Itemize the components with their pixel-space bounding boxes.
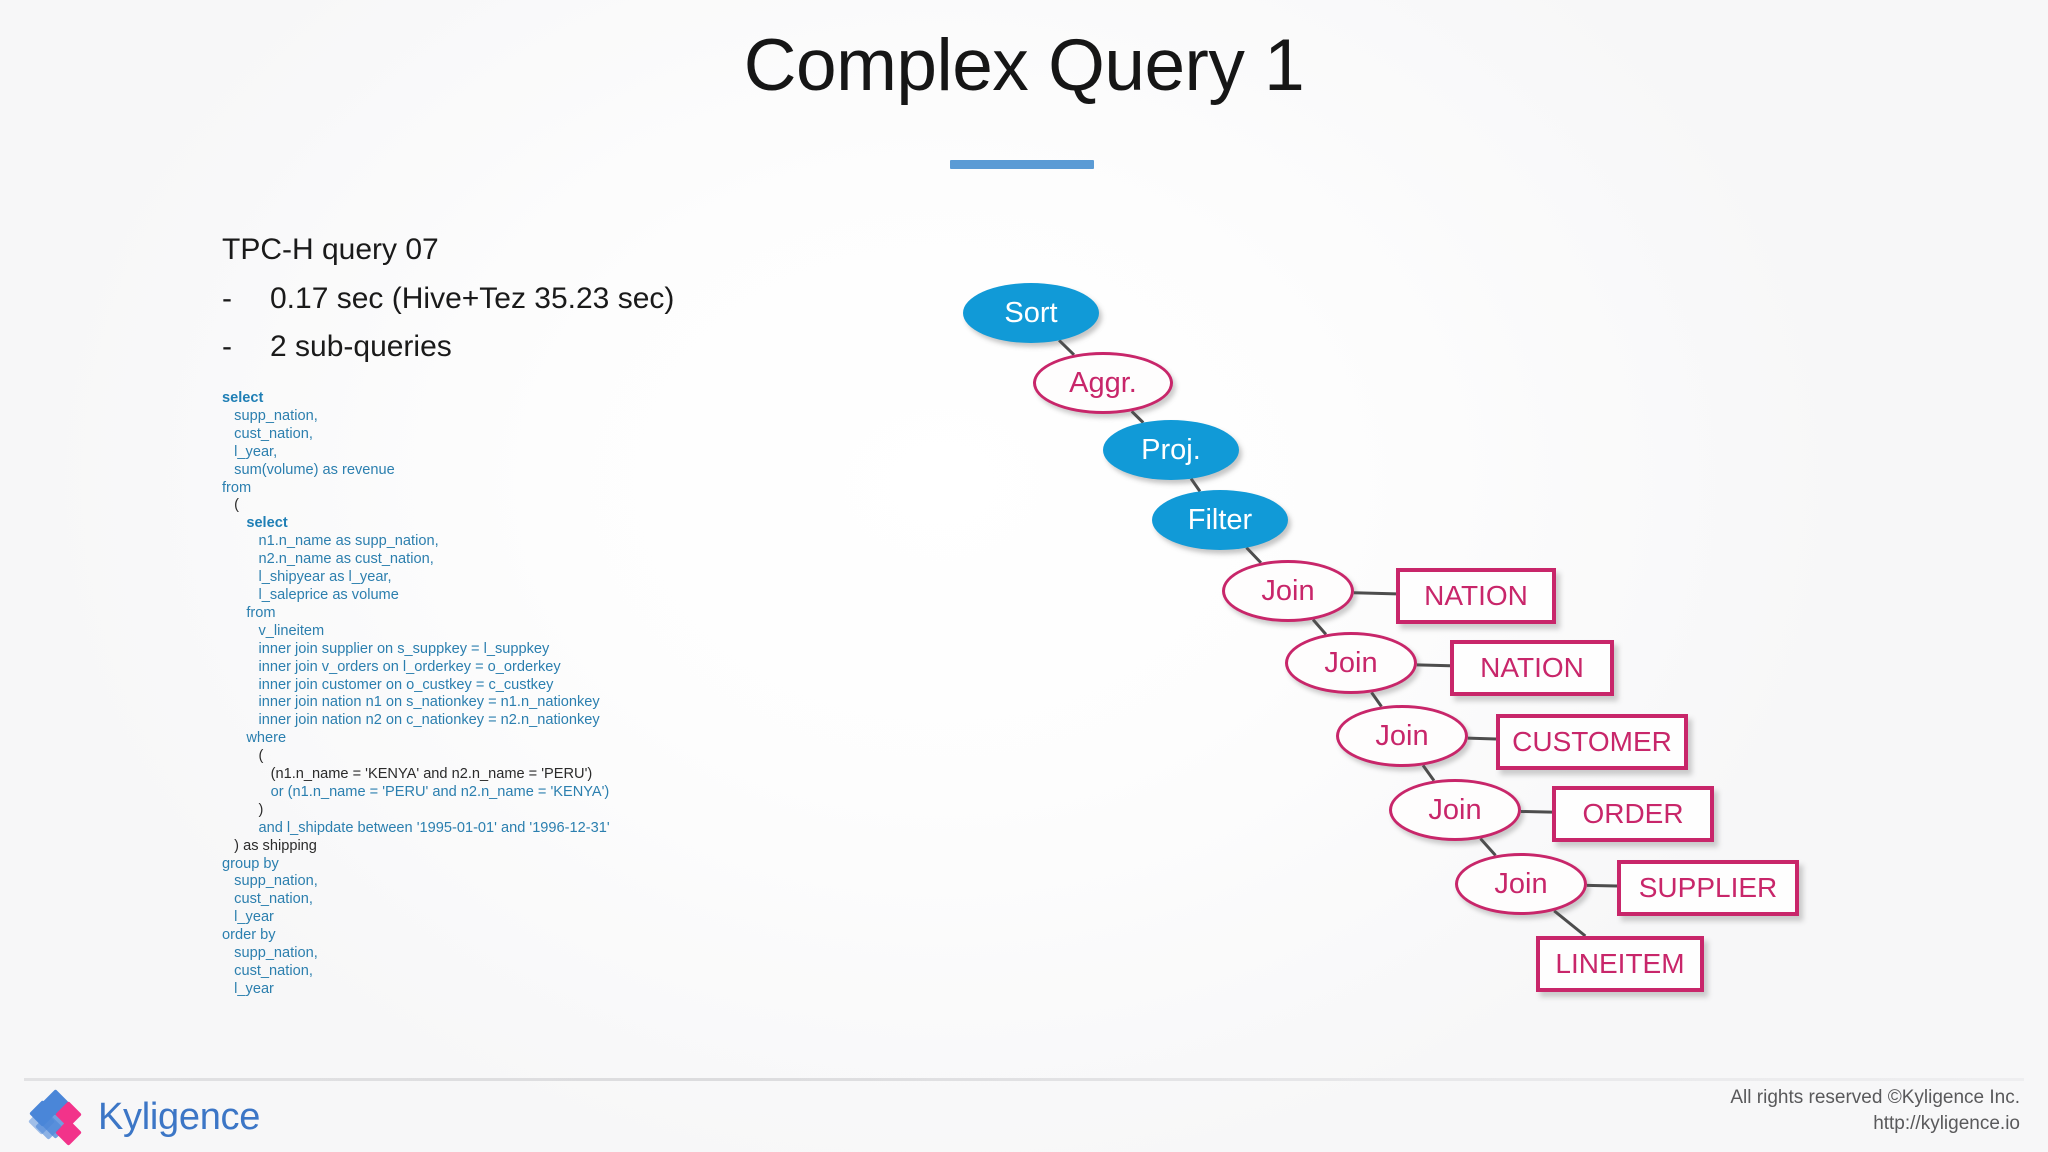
table-node-customer[interactable]: CUSTOMER xyxy=(1496,714,1688,770)
sql-line: cust_nation, xyxy=(234,891,313,908)
query-heading: TPC-H query 07 xyxy=(222,233,439,266)
plan-node-sort[interactable]: Sort xyxy=(963,283,1099,343)
sql-line: supp_nation, xyxy=(234,873,318,890)
diagram-edge xyxy=(1520,809,1553,814)
bullet-item-0: - 0.17 sec (Hive+Tez 35.23 sec) xyxy=(222,281,862,318)
plan-node-join1[interactable]: Join xyxy=(1222,560,1354,622)
table-node-lineitem[interactable]: LINEITEM xyxy=(1536,936,1704,992)
sql-line: inner join nation n2 on c_nationkey = n2… xyxy=(258,712,600,729)
sql-line: ) xyxy=(258,801,264,818)
plan-node-join2[interactable]: Join xyxy=(1285,632,1417,694)
sql-line: inner join nation n1 on s_nationkey = n1… xyxy=(258,694,600,711)
diagram-edge xyxy=(1416,663,1451,668)
website-url: http://kyligence.io xyxy=(1873,1112,2020,1134)
sql-line: order by xyxy=(222,927,276,944)
sql-line: supp_nation, xyxy=(234,407,318,424)
sql-line: inner join v_orders on l_orderkey = o_or… xyxy=(258,658,561,675)
sql-line: l_year xyxy=(234,909,274,926)
bullet-marker: - xyxy=(222,281,232,315)
bullet-text: 0.17 sec (Hive+Tez 35.23 sec) xyxy=(270,281,675,315)
table-node-label: NATION xyxy=(1424,580,1528,611)
diagram-edge xyxy=(1245,546,1263,564)
sql-line: (n1.n_name = 'KENYA' and n2.n_name = 'PE… xyxy=(270,766,593,783)
sql-line: l_shipyear as l_year, xyxy=(258,569,392,586)
sql-line: and l_shipdate between '1995-01-01' and … xyxy=(258,819,610,836)
sql-line: supp_nation, xyxy=(234,945,318,962)
sql-line: inner join customer on o_custkey = c_cus… xyxy=(258,676,554,693)
plan-node-label: Join xyxy=(1261,574,1315,607)
diagram-edge xyxy=(1311,618,1328,636)
sql-line: sum(volume) as revenue xyxy=(234,461,395,478)
table-node-label: NATION xyxy=(1480,652,1584,683)
sql-code-block: select supp_nation, cust_nation, l_year,… xyxy=(222,390,610,999)
table-node-supplier[interactable]: SUPPLIER xyxy=(1617,860,1799,916)
diagram-edge xyxy=(1058,339,1076,356)
left-content-column: TPC-H query 07 - 0.17 sec (Hive+Tez 35.2… xyxy=(222,232,862,378)
sql-line: v_lineitem xyxy=(258,622,325,639)
table-node-label: ORDER xyxy=(1582,798,1684,829)
plan-node-label: Aggr. xyxy=(1069,366,1137,399)
sql-line: ( xyxy=(234,497,240,514)
sql-line: from xyxy=(246,604,276,621)
diagram-edge xyxy=(1370,691,1383,708)
plan-node-label: Join xyxy=(1428,793,1482,826)
sql-line: select xyxy=(246,515,288,532)
diagram-edge xyxy=(1553,909,1587,938)
plan-node-label: Sort xyxy=(1004,296,1058,329)
diagram-edge xyxy=(1479,837,1497,857)
footer-divider xyxy=(24,1078,2024,1081)
plan-node-label: Filter xyxy=(1187,503,1253,536)
page-title: Complex Query 1 xyxy=(743,25,1305,106)
sql-line: n1.n_name as supp_nation, xyxy=(258,533,439,550)
sql-line: group by xyxy=(222,855,279,872)
sql-line: select xyxy=(222,390,264,406)
sql-line: cust_nation, xyxy=(234,963,313,979)
table-node-nation2[interactable]: NATION xyxy=(1450,640,1614,696)
plan-node-label: Join xyxy=(1324,646,1378,679)
copyright-line: All rights reserved ©Kyligence Inc. xyxy=(1730,1087,2020,1108)
sql-line: l_year, xyxy=(234,443,278,460)
plan-node-join5[interactable]: Join xyxy=(1455,853,1587,915)
table-node-nation1[interactable]: NATION xyxy=(1396,568,1556,624)
plan-node-filter[interactable]: Filter xyxy=(1152,490,1288,550)
diagram-edge xyxy=(1421,764,1436,782)
sql-line: where xyxy=(246,730,287,747)
kyligence-logo: Kyligence xyxy=(28,1089,261,1146)
copyright-block: All rights reserved ©Kyligence Inc. http… xyxy=(1730,1085,2020,1136)
plan-node-label: Join xyxy=(1375,719,1429,752)
sql-line: l_saleprice as volume xyxy=(258,586,399,603)
plan-node-join3[interactable]: Join xyxy=(1336,705,1468,767)
table-node-label: SUPPLIER xyxy=(1638,872,1778,903)
title-accent-bar xyxy=(950,160,1094,169)
table-node-label: LINEITEM xyxy=(1555,948,1685,979)
diagram-edge xyxy=(1467,736,1497,741)
bullet-text: 2 sub-queries xyxy=(270,330,452,364)
sql-line: l_year xyxy=(234,980,274,997)
sql-line: or (n1.n_name = 'PERU' and n2.n_name = '… xyxy=(270,783,610,800)
sql-line: inner join supplier on s_suppkey = l_sup… xyxy=(258,640,550,657)
bullet-item-1: - 2 sub-queries xyxy=(222,329,862,366)
sql-line: ( xyxy=(258,748,264,765)
sql-line: from xyxy=(222,479,252,496)
plan-node-label: Proj. xyxy=(1141,433,1201,466)
sql-line: ) as shipping xyxy=(234,837,317,854)
diagram-edge xyxy=(1353,591,1397,596)
table-node-label: CUSTOMER xyxy=(1512,726,1672,757)
logo-wordmark: Kyligence xyxy=(98,1095,261,1138)
diagram-edge xyxy=(1586,883,1618,888)
sql-line: cust_nation, xyxy=(234,425,313,442)
sql-line: n2.n_name as cust_nation, xyxy=(258,551,434,568)
plan-node-proj[interactable]: Proj. xyxy=(1103,420,1239,480)
table-node-order[interactable]: ORDER xyxy=(1552,786,1714,842)
kyligence-diamond-icon xyxy=(28,1089,88,1146)
plan-node-label: Join xyxy=(1494,867,1548,900)
plan-node-aggr[interactable]: Aggr. xyxy=(1033,352,1173,414)
diagram-edge xyxy=(1130,410,1145,424)
bullet-marker: - xyxy=(222,330,232,364)
diagram-edge xyxy=(1189,477,1202,493)
plan-node-join4[interactable]: Join xyxy=(1389,779,1521,841)
